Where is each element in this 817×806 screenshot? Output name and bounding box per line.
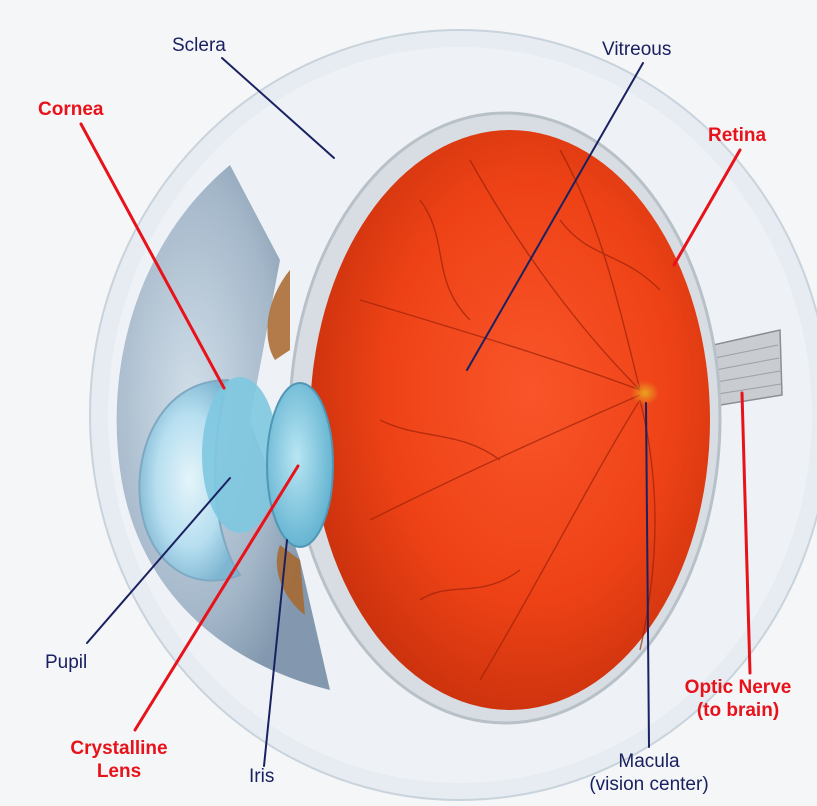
label-macula: Macula (vision center) [574,750,724,796]
retina-globe [290,113,720,723]
label-optic-nerve-line2: (to brain) [680,699,796,722]
label-crystalline-lens: Crystalline Lens [63,737,175,783]
label-macula-line2: (vision center) [574,773,724,796]
label-sclera: Sclera [172,34,226,57]
crystalline-lens-illustration [267,383,333,547]
label-retina: Retina [708,124,766,147]
label-optic-nerve: Optic Nerve (to brain) [680,676,796,722]
label-crystalline-lens-line1: Crystalline [63,737,175,760]
label-crystalline-lens-line2: Lens [63,760,175,783]
label-optic-nerve-line1: Optic Nerve [680,676,796,699]
label-cornea: Cornea [38,98,103,121]
label-iris: Iris [249,765,274,788]
label-pupil: Pupil [45,651,87,674]
label-macula-line1: Macula [574,750,724,773]
label-vitreous: Vitreous [602,38,671,61]
